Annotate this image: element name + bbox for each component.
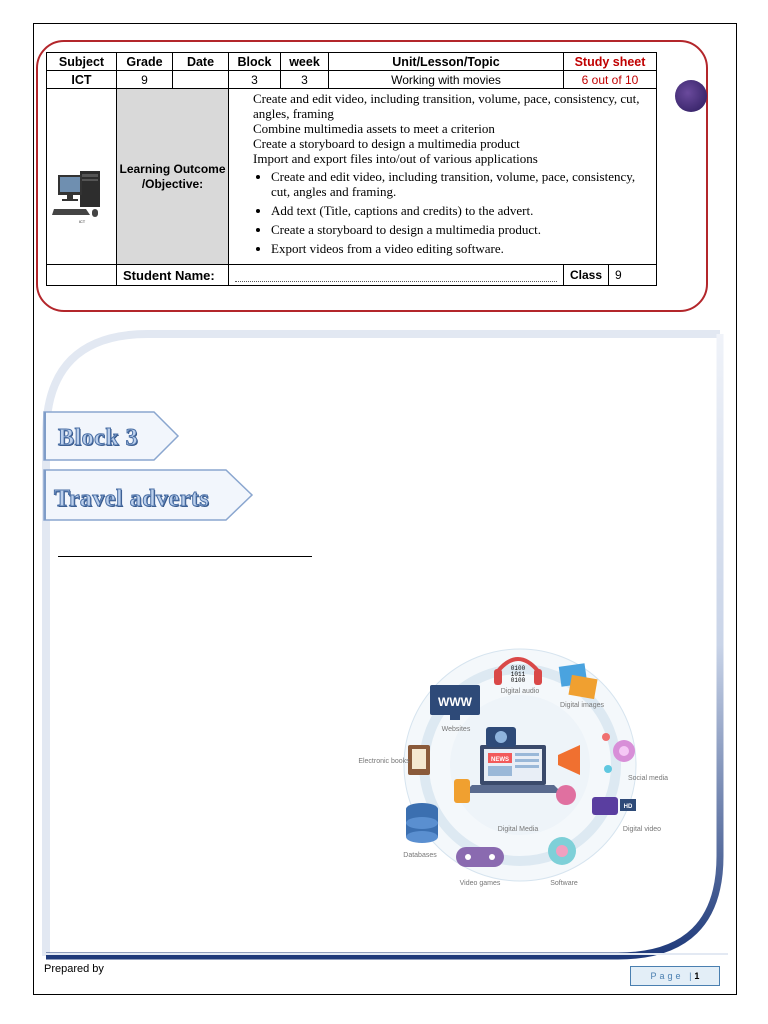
header-columns-row: Subject Grade Date Block week Unit/Lesso… — [46, 52, 657, 71]
label-databases: Databases — [403, 852, 437, 859]
school-logo — [661, 80, 721, 132]
empty-cell — [46, 264, 117, 286]
col-study-sheet: Study sheet — [563, 52, 657, 71]
learning-outcome-label: Learning Outcome /Objective: — [116, 88, 229, 265]
label-social-media: Social media — [628, 775, 668, 782]
week-value: 3 — [280, 70, 329, 89]
topic-value: Working with movies — [328, 70, 564, 89]
topic-banner — [43, 469, 254, 521]
computer-icon: ICT — [52, 171, 100, 224]
prepared-by: Prepared by — [44, 963, 104, 975]
student-name-label: Student Name: — [116, 264, 229, 286]
label-digital-images: Digital images — [560, 702, 604, 709]
binary-line: 0100 — [511, 677, 526, 684]
objective-item: Create and edit video, including transit… — [253, 91, 640, 121]
col-subject: Subject — [46, 52, 117, 71]
label-software: Software — [550, 880, 578, 887]
page-word: Page — [650, 971, 684, 981]
page-number-box: Page |1 — [630, 966, 720, 986]
logo-emblem-icon — [675, 80, 707, 112]
study-sheet-value: 6 out of 10 — [563, 70, 657, 89]
page-border — [33, 23, 737, 995]
computer-icon-caption: ICT — [79, 219, 86, 224]
col-block: Block — [228, 52, 281, 71]
label-digital-video: Digital video — [623, 826, 661, 833]
page-number: 1 — [694, 971, 700, 981]
col-date: Date — [172, 52, 229, 71]
bullet-item: Add text (Title, captions and credits) t… — [271, 203, 652, 218]
class-label: Class — [565, 265, 609, 285]
objective-bullets: Create and edit video, including transit… — [253, 169, 652, 256]
student-name-field[interactable] — [228, 264, 564, 286]
gamepad-icon — [456, 847, 504, 867]
objectives-cell: Create and edit video, including transit… — [228, 88, 657, 265]
student-row: Student Name: Class 9 — [46, 264, 657, 286]
headphones-icon — [496, 657, 540, 673]
label-websites: Websites — [442, 726, 471, 733]
center-label: Digital Media — [498, 826, 539, 833]
hd-text: HD — [624, 804, 633, 810]
header-values-row: ICT 9 3 3 Working with movies 6 out of 1… — [46, 70, 657, 89]
date-value — [172, 70, 229, 89]
subject-value: ICT — [46, 70, 117, 89]
binary-line: 1011 — [511, 671, 526, 678]
share-icon — [556, 785, 576, 805]
bullet-item: Create and edit video, including transit… — [271, 169, 652, 199]
col-topic: Unit/Lesson/Topic — [328, 52, 564, 71]
websites-icon — [430, 685, 480, 715]
phone-icon — [454, 779, 470, 803]
topic-title: Travel adverts — [53, 486, 210, 513]
objective-item: Create a storyboard to design a multimed… — [253, 136, 520, 151]
block-value: 3 — [228, 70, 281, 89]
col-grade: Grade — [116, 52, 173, 71]
label-digital-audio: Digital audio — [501, 688, 540, 695]
bullet-item: Export videos from a video editing softw… — [271, 241, 652, 256]
learning-outcome-row: Learning Outcome /Objective: Create and … — [46, 88, 657, 265]
objective-item: Import and export files into/out of vari… — [253, 151, 538, 166]
www-text: WWW — [438, 695, 473, 709]
news-text: NEWS — [491, 757, 509, 763]
digital-media-illustration: NEWS Digital Media WWW Websites 0100 101… — [358, 648, 668, 887]
class-cell: Class 9 — [563, 264, 657, 286]
class-value: 9 — [615, 268, 622, 282]
block-banner — [43, 411, 180, 461]
objective-item: Combine multimedia assets to meet a crit… — [253, 121, 495, 136]
block-title: Block 3 — [57, 425, 139, 452]
binary-line: 0100 — [511, 665, 526, 672]
megaphone-icon — [558, 745, 580, 775]
digital-video-icon — [592, 797, 618, 815]
header-table: Subject Grade Date Block week Unit/Lesso… — [46, 52, 657, 286]
underline-rule — [58, 556, 312, 557]
label-electronic-books: Electronic books — [358, 758, 410, 765]
header-red-frame — [36, 40, 708, 312]
grade-value: 9 — [116, 70, 173, 89]
label-video-games: Video games — [460, 880, 501, 887]
bullet-item: Create a storyboard to design a multimed… — [271, 222, 652, 237]
col-week: week — [280, 52, 329, 71]
